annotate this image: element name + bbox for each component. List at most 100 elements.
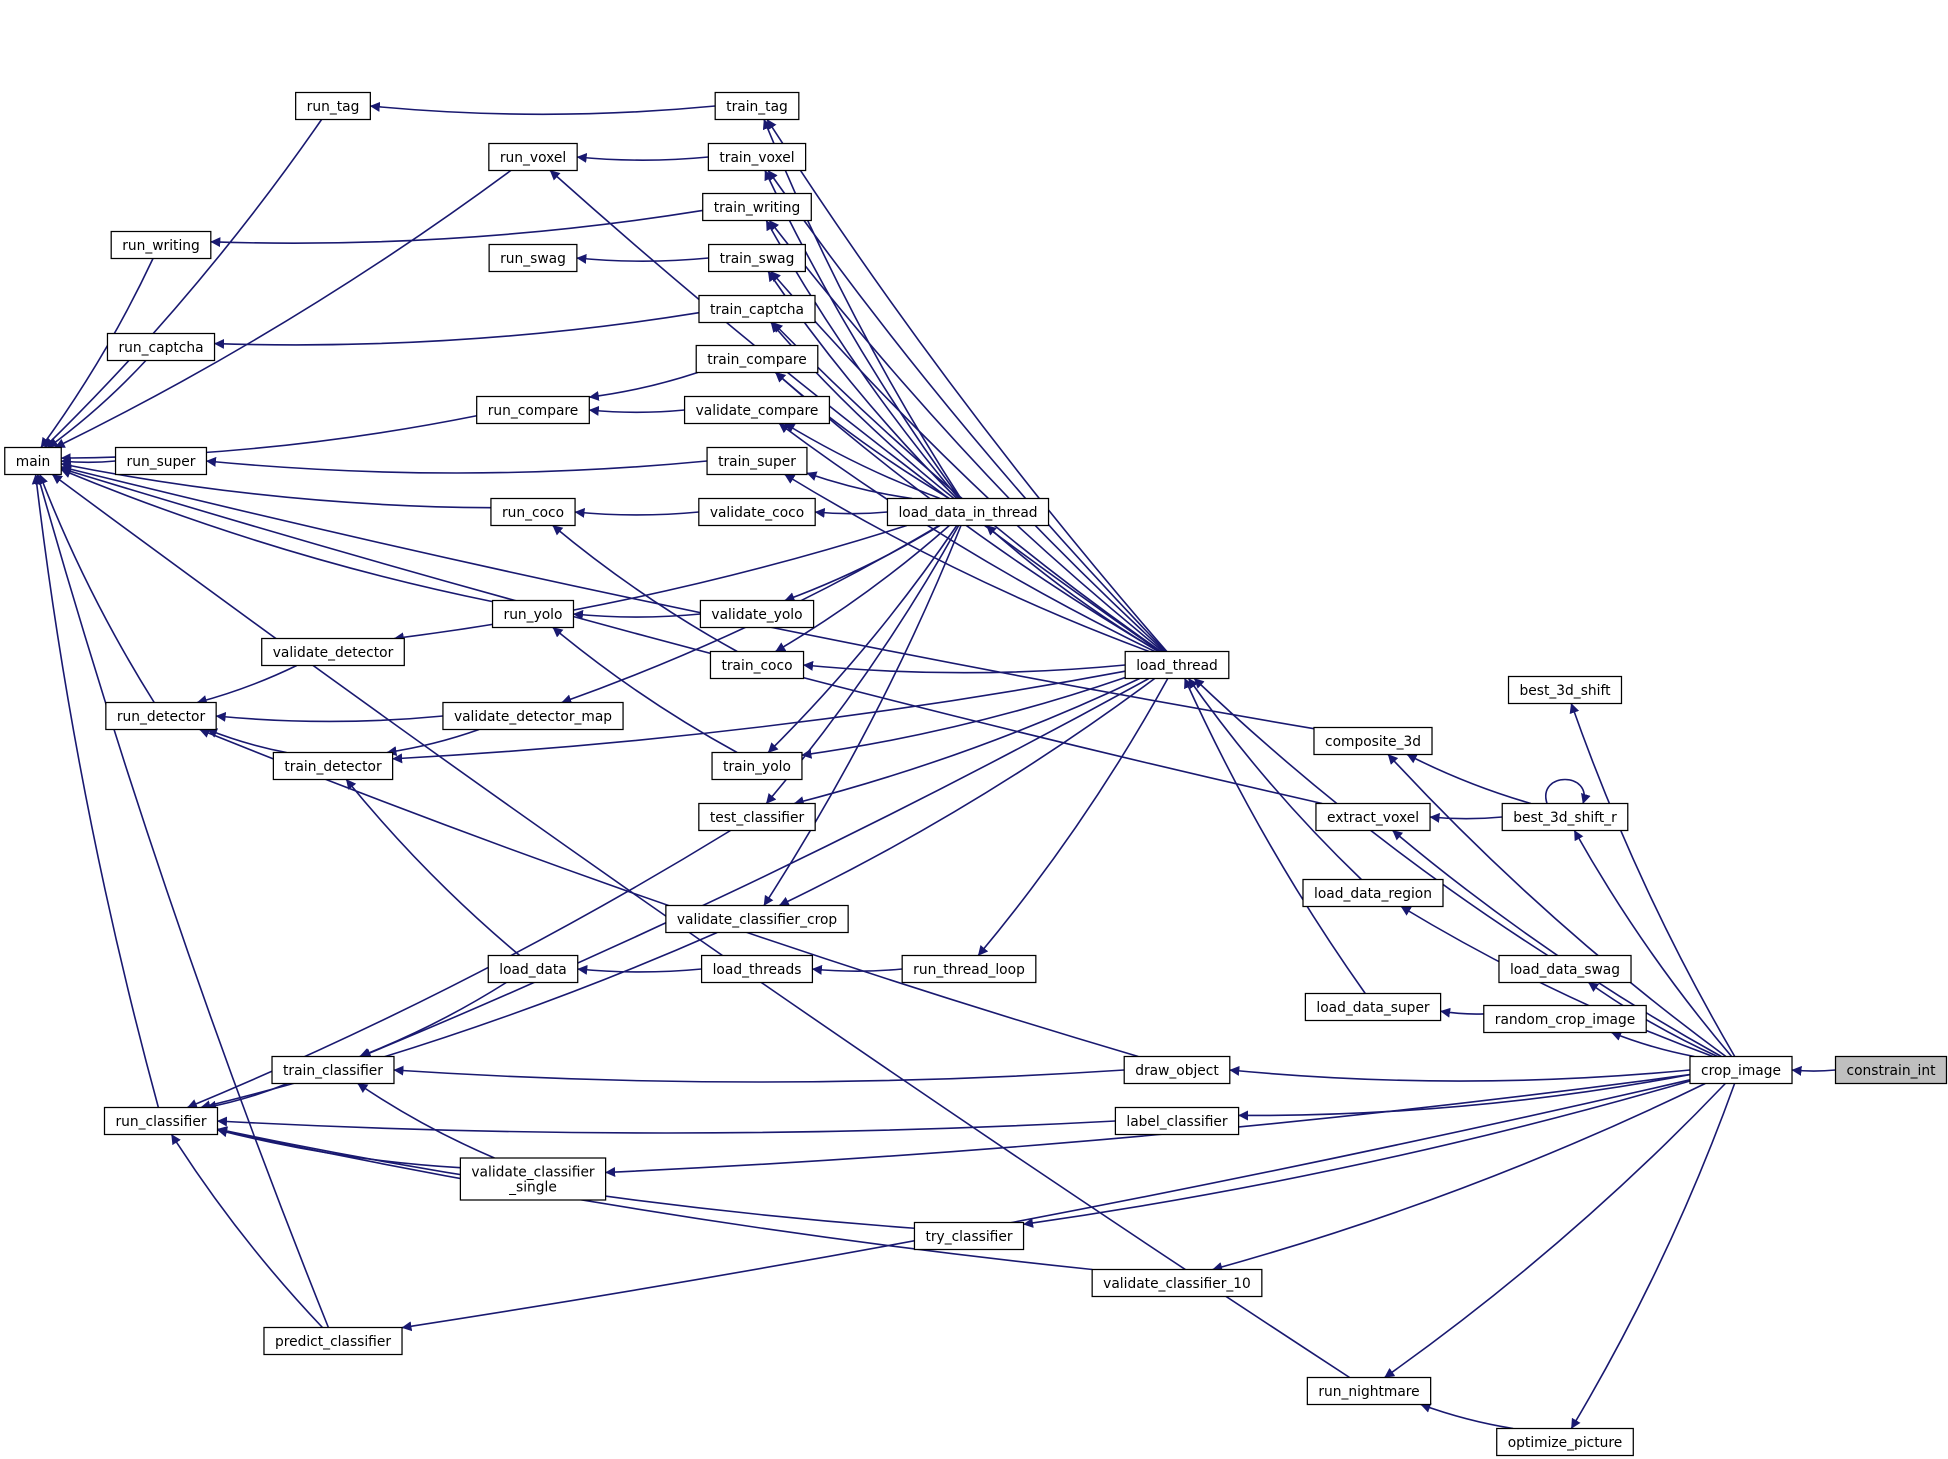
edge-train-yolo-to-load-data-in-thread [767, 525, 958, 754]
node-extract-voxel[interactable]: extract_voxel [1315, 802, 1431, 832]
node-label: run_nightmare [1318, 1384, 1419, 1400]
node-box [706, 446, 808, 476]
node-box [114, 446, 208, 476]
edge-run-detector-to-validate-detector [196, 664, 298, 705]
node-load-data[interactable]: load_data [487, 954, 579, 984]
node-box [683, 395, 831, 425]
node-validate-classifier-10[interactable]: validate_classifier_10 [1091, 1268, 1263, 1298]
edge-main-to-run-tag [43, 119, 323, 449]
node-validate-detector[interactable]: validate_detector [261, 637, 405, 667]
node-box [1689, 1055, 1793, 1085]
node-try-classifier[interactable]: try_classifier [913, 1221, 1025, 1251]
node-run-voxel[interactable]: run_voxel [488, 142, 578, 172]
node-box [665, 904, 849, 934]
node-test-classifier[interactable]: test_classifier [698, 802, 816, 832]
node-validate-yolo[interactable]: validate_yolo [699, 599, 815, 629]
node-box [1304, 992, 1442, 1022]
edge-load-data-region-to-crop-image [1400, 905, 1714, 1058]
node-load-threads[interactable]: load_threads [700, 954, 814, 984]
node-run-nightmare[interactable]: run_nightmare [1306, 1376, 1432, 1406]
node-train-compare[interactable]: train_compare [695, 344, 819, 374]
node-train-super[interactable]: train_super [706, 446, 808, 476]
node-label: train_voxel [719, 150, 794, 166]
node-load-thread[interactable]: load_thread [1124, 650, 1230, 680]
node-run-swag[interactable]: run_swag [488, 243, 578, 273]
node-load-data-swag[interactable]: load_data_swag [1498, 954, 1632, 984]
edge-run-tag-to-train-tag [369, 101, 716, 116]
edge-validate-detector-to-load-data-in-thread [393, 524, 908, 643]
node-random-crop-image[interactable]: random_crop_image [1483, 1004, 1647, 1034]
node-draw-object[interactable]: draw_object [1123, 1055, 1231, 1085]
node-run-captcha[interactable]: run_captcha [106, 332, 216, 362]
node-train-swag[interactable]: train_swag [708, 243, 806, 273]
node-label: validate_classifier_crop [677, 912, 837, 928]
edge-validate-compare-to-load-data-in-thread [784, 422, 941, 500]
node-load-data-in-thread[interactable]: load_data_in_thread [886, 497, 1050, 527]
node-run-detector[interactable]: run_detector [105, 701, 217, 731]
node-composite-3d[interactable]: composite_3d [1313, 726, 1433, 756]
edge-run-coco-to-validate-coco [574, 507, 699, 518]
node-validate-classifier-crop[interactable]: validate_classifier_crop [665, 904, 849, 934]
node-box [1834, 1055, 1948, 1085]
node-train-detector[interactable]: train_detector [272, 751, 394, 781]
node-run-yolo[interactable]: run_yolo [491, 599, 575, 629]
node-label: test_classifier [710, 810, 805, 826]
node-train-writing[interactable]: train_writing [702, 192, 812, 222]
node-label: train_classifier [283, 1063, 383, 1079]
node-box [698, 802, 816, 832]
node-train-classifier[interactable]: train_classifier [271, 1055, 395, 1085]
node-run-super[interactable]: run_super [114, 446, 208, 476]
node-box [1124, 650, 1230, 680]
node-label: best_3d_shift_r [1513, 810, 1617, 826]
node-constrain-int[interactable]: constrain_int [1834, 1055, 1948, 1085]
node-box [1483, 1004, 1647, 1034]
node-label-classifier[interactable]: label_classifier [1114, 1106, 1240, 1136]
edge-run-coco-to-train-coco [552, 524, 738, 653]
node-box [1114, 1106, 1240, 1136]
edge-validate-classifier-10-to-crop-image [1212, 1082, 1706, 1272]
node-validate-coco[interactable]: validate_coco [698, 497, 816, 527]
edge-run-compare-to-validate-compare [588, 405, 685, 416]
node-train-coco[interactable]: train_coco [709, 650, 805, 680]
node-train-tag[interactable]: train_tag [714, 91, 800, 121]
node-train-voxel[interactable]: train_voxel [707, 142, 807, 172]
node-box [901, 954, 1037, 984]
edge-composite-3d-to-crop-image [1387, 753, 1727, 1058]
node-best-3d-shift-r[interactable]: best_3d_shift_r [1501, 802, 1629, 832]
node-label: run_thread_loop [913, 962, 1025, 978]
node-main[interactable]: main [4, 446, 62, 476]
node-label: composite_3d [1325, 734, 1421, 750]
node-run-thread-loop[interactable]: run_thread_loop [901, 954, 1037, 984]
node-load-data-super[interactable]: load_data_super [1304, 992, 1442, 1022]
node-run-tag[interactable]: run_tag [295, 91, 371, 121]
edge-run-voxel-to-load-thread [549, 169, 1161, 653]
node-train-yolo[interactable]: train_yolo [711, 751, 803, 781]
node-box [106, 332, 216, 362]
edge-main-to-run-yolo [60, 468, 493, 603]
edge-train-classifier-to-draw-object [393, 1065, 1125, 1083]
node-run-compare[interactable]: run_compare [476, 395, 590, 425]
node-box [487, 954, 579, 984]
node-optimize-picture[interactable]: optimize_picture [1496, 1427, 1634, 1457]
edge-main-to-run-captcha [47, 359, 147, 449]
node-validate-classifier-single[interactable]: validate_classifier_single [459, 1157, 607, 1201]
edge-run-nightmare-to-optimize-picture [1420, 1403, 1514, 1430]
node-load-data-region[interactable]: load_data_region [1302, 878, 1444, 908]
edge-load-thread-to-load-data-region [1187, 678, 1362, 881]
node-label: load_threads [713, 962, 802, 978]
node-predict-classifier[interactable]: predict_classifier [263, 1326, 403, 1356]
node-validate-compare[interactable]: validate_compare [683, 395, 831, 425]
node-box [695, 344, 819, 374]
edge-draw-object-to-crop-image [1229, 1065, 1691, 1082]
node-run-coco[interactable]: run_coco [490, 497, 576, 527]
edge-extract-voxel-to-crop-image [1392, 829, 1722, 1058]
edge-validate-classifier-crop-to-load-thread [778, 677, 1156, 907]
node-train-captcha[interactable]: train_captcha [698, 294, 816, 324]
node-run-writing[interactable]: run_writing [110, 230, 212, 260]
node-box [271, 1055, 395, 1085]
node-label: optimize_picture [1508, 1435, 1623, 1451]
node-validate-detector-map[interactable]: validate_detector_map [442, 701, 624, 731]
node-best-3d-shift[interactable]: best_3d_shift [1507, 675, 1623, 705]
node-crop-image[interactable]: crop_image [1689, 1055, 1793, 1085]
node-run-classifier[interactable]: run_classifier [103, 1106, 219, 1136]
